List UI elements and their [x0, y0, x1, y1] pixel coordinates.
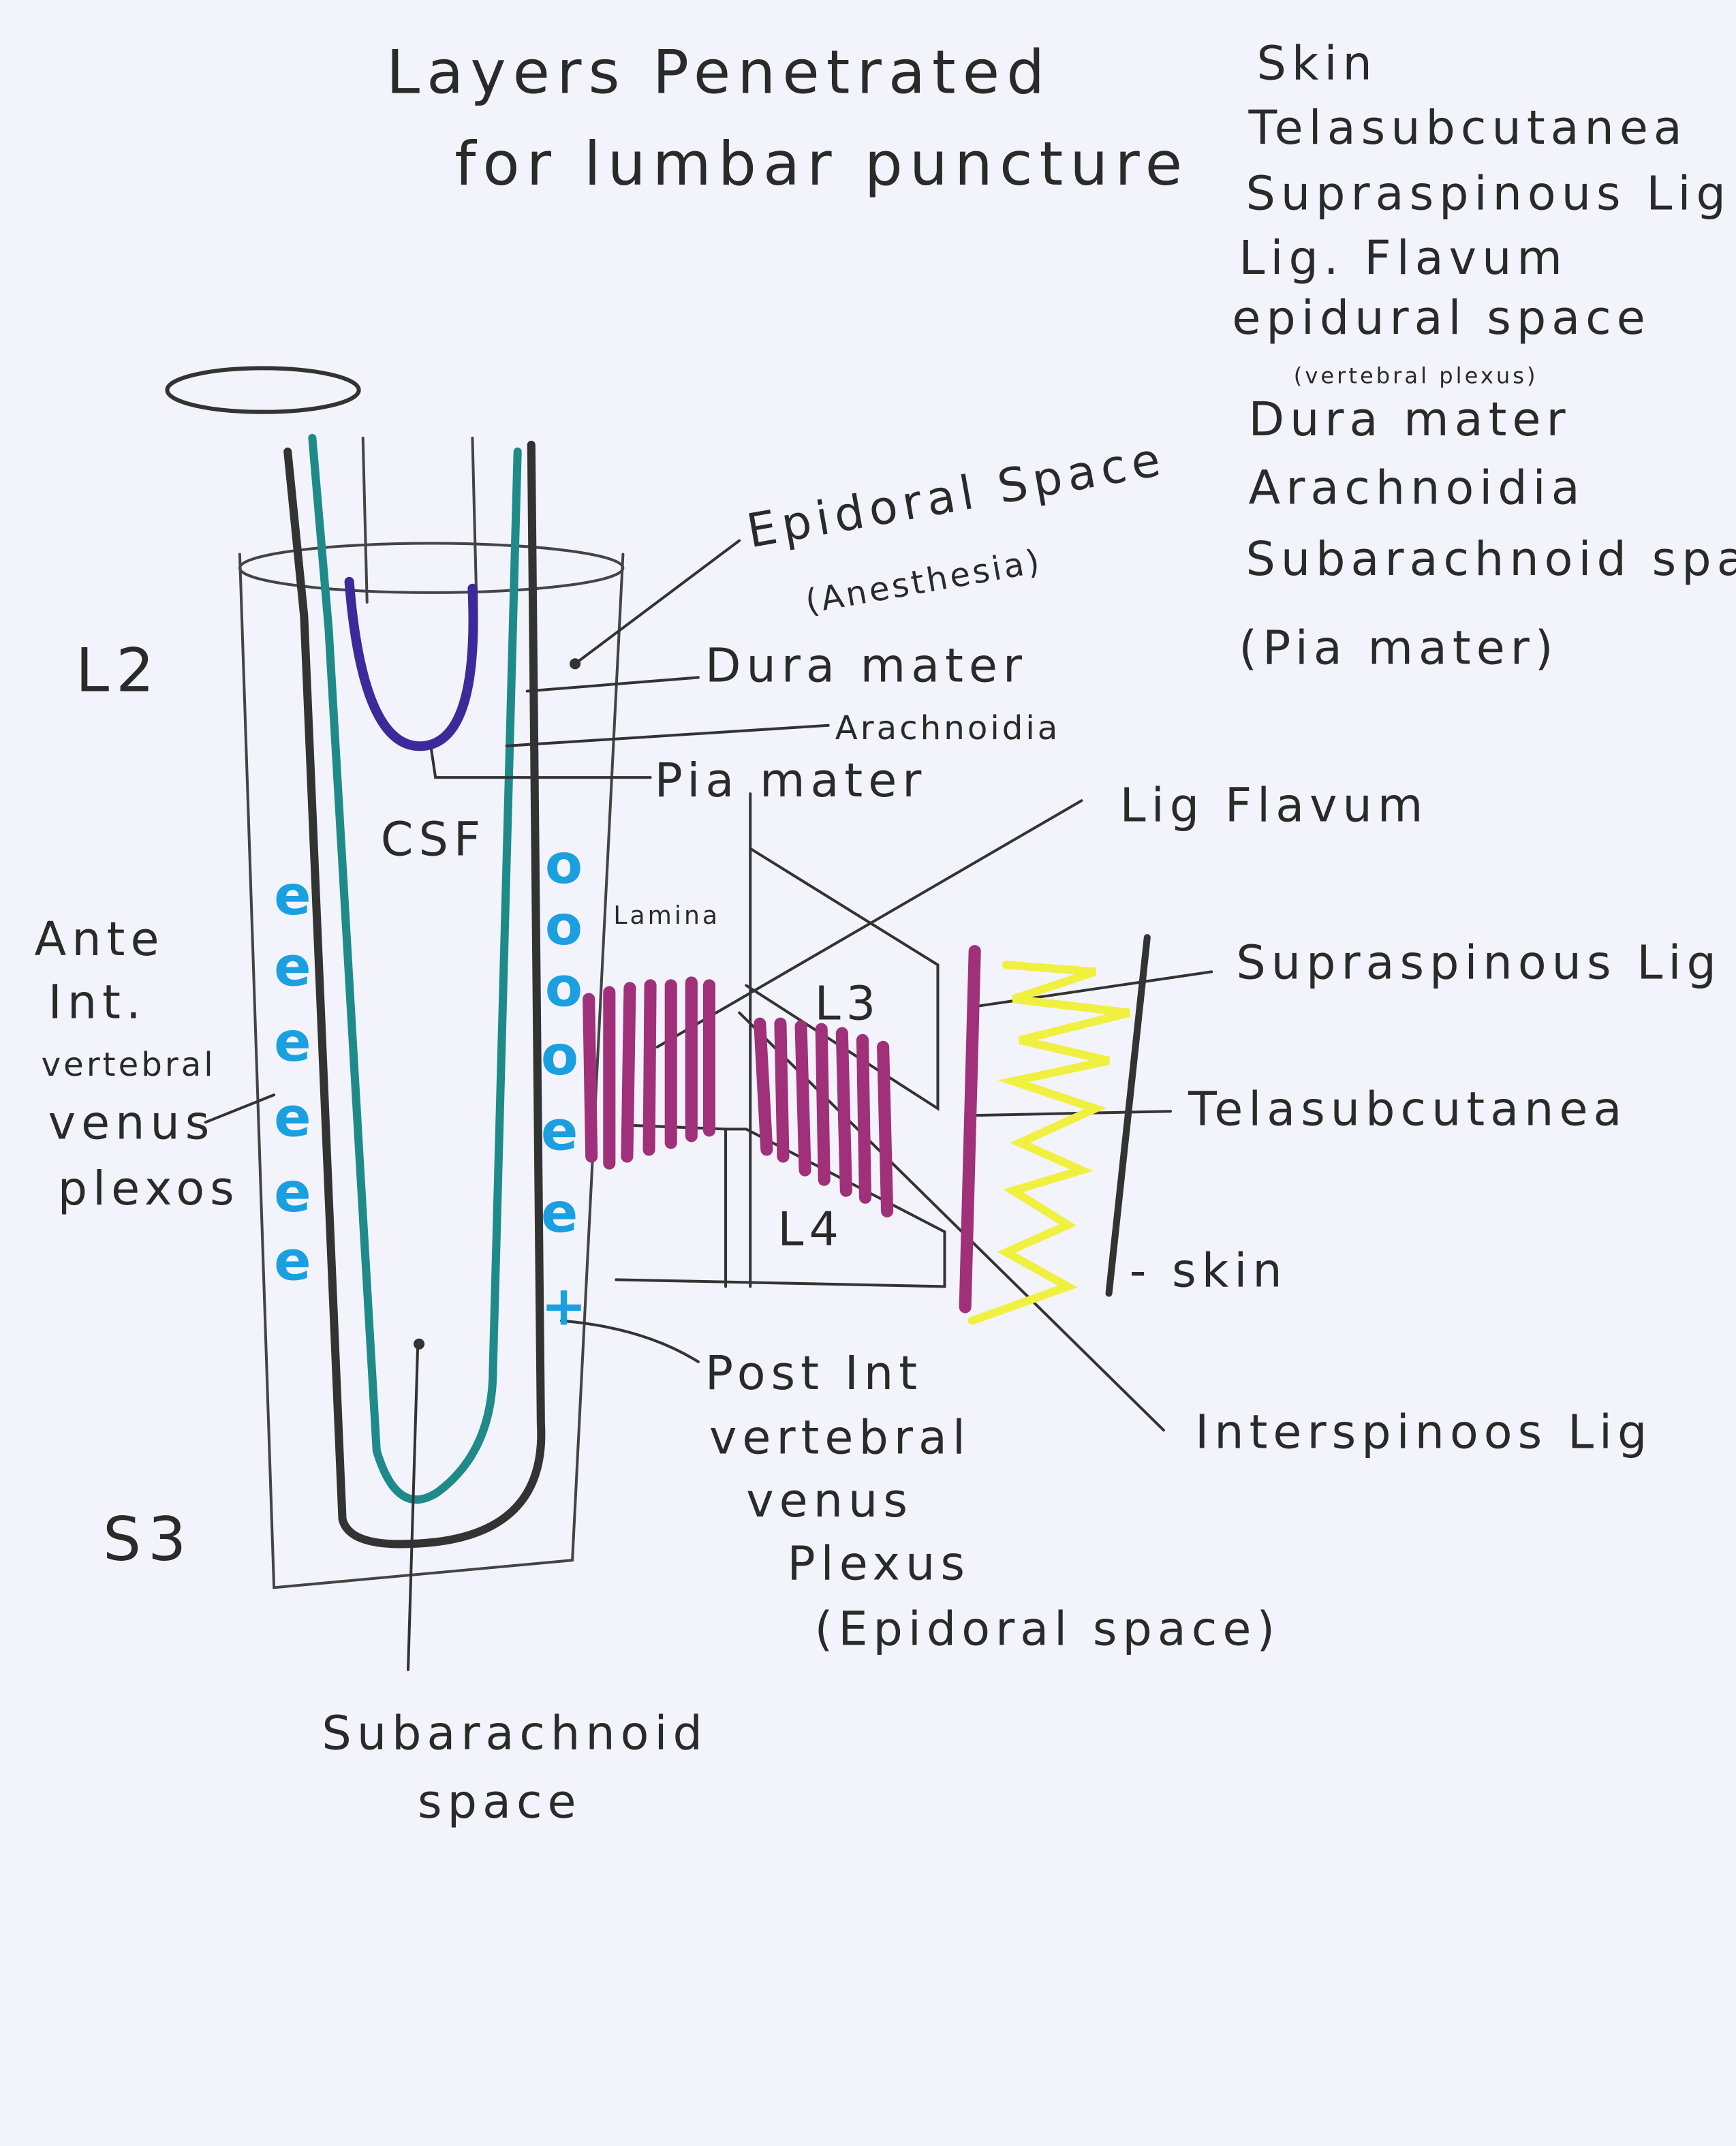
posterior-plexus-mark: o [541, 1023, 578, 1087]
label-dura-mater: Dura mater [705, 639, 1027, 693]
interspinous-ligament-hatch [583, 976, 894, 1217]
vertebral-canal-outline [238, 553, 625, 1589]
layers-list: Skin Telasubcutanea Supraspinous Lig Lig… [1232, 37, 1736, 676]
cord-lines [361, 436, 478, 604]
label-line: Subarachnoid [322, 1707, 707, 1760]
label-skin: - skin [1130, 1244, 1288, 1298]
title-line-1: Layers Penetrated [386, 37, 1051, 108]
label-line: Ante [35, 913, 165, 967]
label-pia-mater: Pia mater [655, 754, 927, 808]
label-line: venus [48, 1096, 215, 1150]
label-line: space [418, 1775, 582, 1829]
dura-mater-line [283, 440, 546, 1549]
label-line: vertebral [709, 1411, 971, 1465]
anterior-plexus-mark: e [274, 1228, 311, 1292]
anterior-plexus-mark: e [274, 1085, 311, 1149]
spinal-cord-sketch [165, 366, 1213, 1671]
layer-item-note: (vertebral plexus) [1294, 363, 1538, 389]
layer-item: Arachnoidia [1248, 461, 1585, 515]
anterior-plexus-mark: e [274, 863, 311, 927]
telasubcutanea-zigzag [967, 961, 1131, 1325]
label-supraspinous-lig: Supraspinous Lig [1236, 936, 1721, 990]
arachnoid-line [308, 433, 522, 1504]
layer-item: Lig. Flavum [1239, 232, 1568, 285]
label-line: Int. [48, 976, 146, 1030]
label-posterior-plexus: Post Int vertebral venus Plexus (Epidora… [705, 1347, 1280, 1657]
level-s3: S3 [103, 1504, 193, 1574]
layer-item: Supraspinous Lig [1245, 167, 1731, 221]
anterior-plexus-mark: e [274, 1160, 311, 1224]
epidural-pointer-dot [570, 658, 581, 670]
canal-top-ellipse [238, 542, 625, 594]
layer-item: Dura mater [1248, 393, 1570, 447]
label-line: (Epidoral space) [815, 1603, 1280, 1657]
anterior-plexus-mark: e [274, 934, 311, 998]
label-lamina: Lamina [613, 901, 720, 930]
label-arachnoidia: Arachnoidia [835, 709, 1061, 747]
label-line: plexos [58, 1162, 240, 1216]
layer-item: epidural space [1232, 292, 1650, 345]
label-line: Plexus [787, 1537, 970, 1591]
pia-mater-line [344, 576, 478, 751]
title-line-2: for lumbar puncture [454, 129, 1189, 199]
label-epidural-space: Epidoral Space [743, 433, 1169, 559]
label-line: venus [746, 1474, 913, 1528]
posterior-plexus-mark: o [545, 955, 583, 1019]
posterior-plexus-mark: e [541, 1181, 578, 1245]
level-l2: L2 [76, 636, 161, 706]
level-l4: L4 [777, 1203, 844, 1257]
venous-plexus-marks: e e e e e e o o o o e e + [274, 832, 587, 1338]
label-anterior-plexus: Ante Int. vertebral venus plexos [35, 913, 240, 1216]
level-l3: L3 [815, 978, 882, 1031]
layer-item: Subarachnoid space [1245, 533, 1736, 587]
layer-item: (Pia mater) [1239, 621, 1558, 675]
label-line: Post Int [705, 1347, 923, 1401]
posterior-plexus-mark: e [541, 1099, 578, 1163]
anterior-plexus-mark: e [274, 1010, 311, 1074]
label-lig-flavum: Lig Flavum [1120, 779, 1429, 833]
label-line: vertebral [42, 1046, 216, 1084]
label-telasubcutanea: Telasubcutanea [1188, 1083, 1627, 1136]
label-subarachnoid-space: Subarachnoid space [322, 1707, 707, 1829]
label-anesthesia: (Anesthesia) [803, 542, 1045, 621]
posterior-plexus-mark: o [545, 893, 583, 957]
supraspinous-ligament [959, 945, 981, 1313]
layer-item: Telasubcutanea [1247, 102, 1687, 155]
layer-item: Skin [1257, 37, 1378, 91]
label-interspinous-lig: Interspinoos Lig [1195, 1405, 1652, 1459]
posterior-plexus-mark: + [541, 1274, 587, 1338]
cord-section-ellipse [165, 366, 361, 414]
label-csf: CSF [381, 813, 486, 867]
posterior-plexus-mark: o [545, 832, 583, 896]
subarachnoid-pointer-dot [414, 1338, 425, 1350]
skin-line [1105, 934, 1151, 1297]
